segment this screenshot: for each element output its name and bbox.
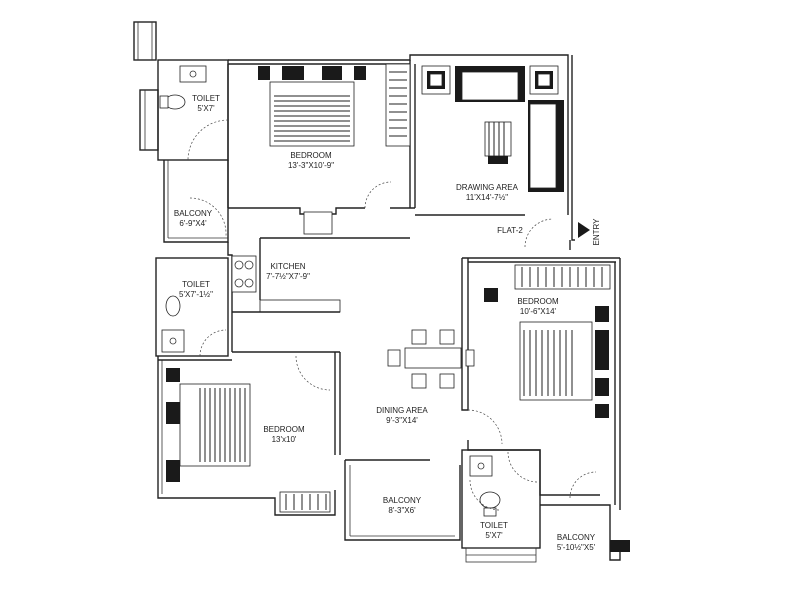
toilet-top-size: 5'X7' [197,104,215,113]
balcony-right-size: 5'-10½"X5' [557,543,596,552]
toilet-top-name: TOILET [192,94,220,103]
toilet-left-size: 5'X7'-1½" [179,290,213,299]
bedroom-right-size: 10'-6"X14' [520,307,557,316]
drawing-area-size: 11'X14'-7½" [466,193,508,202]
kitchen-size: 7'-7½"X7'-9" [266,272,310,281]
dining-area-size: 9'-3"X14' [386,416,418,425]
bedroom-top-size: 13'-3"X10'-9" [288,161,334,170]
bedroom-left-name: BEDROOM [263,425,305,434]
bedroom-top-name: BEDROOM [290,151,332,160]
entry-label: ENTRY [592,218,601,246]
drawing-area-name: DRAWING AREA [456,183,519,192]
toilet-bottom-size: 5'X7' [485,531,503,540]
bedroom-right-name: BEDROOM [517,297,559,306]
balcony-mid-size: 8'-3"X6' [388,506,416,515]
door-swings [187,119,597,511]
balcony-top-name: BALCONY [174,209,213,218]
toilet-bottom-name: TOILET [480,521,508,530]
room-labels: TOILET 5'X7' BEDROOM 13'-3"X10'-9" DRAWI… [174,94,601,552]
balcony-right-name: BALCONY [557,533,596,542]
balcony-mid-name: BALCONY [383,496,422,505]
bedroom-left-size: 13'x10' [272,435,297,444]
kitchen-name: KITCHEN [270,262,305,271]
furniture [159,63,611,517]
dining-area-name: DINING AREA [376,406,428,415]
entry-arrow-icon [578,222,590,238]
balcony-top-size: 6'-9"X4' [179,219,207,228]
toilet-left-name: TOILET [182,280,210,289]
flat-label: FLAT-2 [497,226,523,235]
